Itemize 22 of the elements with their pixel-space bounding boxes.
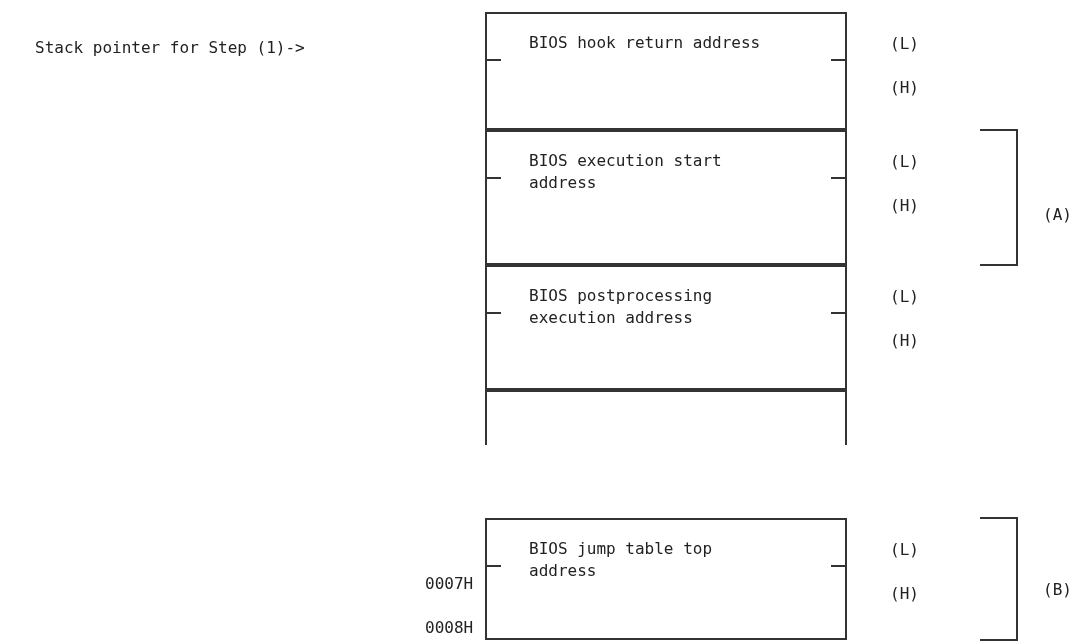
byte-order-label: (H): [890, 584, 919, 604]
address-label: 0008H: [425, 618, 474, 638]
cell-label: BIOS execution start address: [529, 150, 723, 194]
cell-label: BIOS jump table top address: [529, 538, 714, 582]
pointer-label: Stack pointer for Step (1)->: [35, 38, 305, 58]
byte-order-label: (H): [890, 331, 919, 351]
address-label: 0007H: [425, 574, 474, 594]
byte-order-label: (L): [890, 540, 919, 560]
memory-cell-box: [485, 130, 847, 265]
memory-cell-box: [485, 12, 847, 130]
byte-order-label: (L): [890, 287, 919, 307]
byte-order-label: (H): [890, 78, 919, 98]
cell-label: BIOS hook return address: [529, 32, 762, 54]
memory-cell-box: [485, 390, 847, 445]
byte-order-label: (H): [890, 196, 919, 216]
byte-order-label: (L): [890, 152, 919, 172]
memory-cell-box: [485, 265, 847, 390]
bracket-label: (A): [1043, 205, 1072, 225]
cell-label: BIOS postprocessing execution address: [529, 285, 714, 329]
byte-order-label: (L): [890, 34, 919, 54]
memory-cell-box: [485, 518, 847, 640]
bracket-label: (B): [1043, 580, 1072, 600]
